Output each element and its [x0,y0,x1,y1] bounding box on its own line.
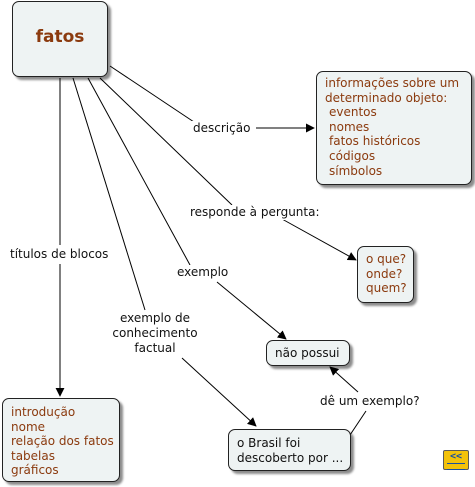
connector-arrow [329,366,359,393]
link-exemplo: exemplo [175,265,231,280]
link-responde-pergunta: responde à pergunta: [188,205,322,220]
concept-brasil[interactable]: o Brasil foi descoberto por ... [228,429,351,471]
concept-info-item: símbolos [329,163,383,178]
concept-question-item: onde? [366,266,403,281]
concept-info-item: eventos [329,105,377,120]
concept-question-item: o que? [366,252,407,266]
concept-brasil-line: o Brasil foi [237,436,301,450]
link-exemplo-line: conhecimento [112,326,198,340]
concept-question-item: quem? [366,281,407,296]
connector-arrow [216,281,287,340]
concept-bloco-item: tabelas [11,448,55,463]
concept-fatos[interactable]: fatos [12,1,108,77]
concept-blocos[interactable]: introdução nome relação dos fatos tabela… [2,398,120,482]
link-exemplo-line: exemplo de [119,311,191,325]
concept-info-intro-line: informações sobre um [325,76,460,90]
link-descricao: descrição [191,121,253,136]
link-exemplo-line: factual [134,341,176,355]
concept-informacoes[interactable]: informações sobre um determinado objeto:… [316,71,472,185]
concept-perguntas[interactable]: o que? onde? quem? [357,246,414,303]
link-titulos-blocos: títulos de blocos [8,247,111,262]
concept-brasil-line: descoberto por ... [237,450,344,465]
concept-bloco-item: nome [11,419,46,434]
concept-fatos-label: fatos [35,27,85,47]
back-button[interactable]: << [443,450,469,470]
concept-nao-possui-label: não possui [275,346,340,360]
connector-arrow [181,357,257,427]
connector-arrow [281,218,357,261]
concept-info-item: códigos [329,148,376,163]
connector-line [72,77,146,311]
concept-info-item: fatos históricos [329,134,421,149]
connector-line [99,77,233,206]
double-chevron-left-icon: << [449,451,463,462]
connector-line [87,77,191,266]
link-exemplo-conhecimento-factual: exemplo de conhecimento factual [109,311,201,356]
connector-line [109,65,198,125]
nav-underline-decoration [447,463,465,470]
concept-bloco-item: introdução [11,405,76,419]
link-de-um-exemplo: dê um exemplo? [318,394,422,409]
concept-bloco-item: gráficos [11,463,59,478]
concept-nao-possui[interactable]: não possui [266,340,350,366]
concept-info-intro-line: determinado objeto: [325,90,448,105]
concept-bloco-item: relação dos fatos [11,434,114,449]
concept-info-item: nomes [329,119,370,134]
